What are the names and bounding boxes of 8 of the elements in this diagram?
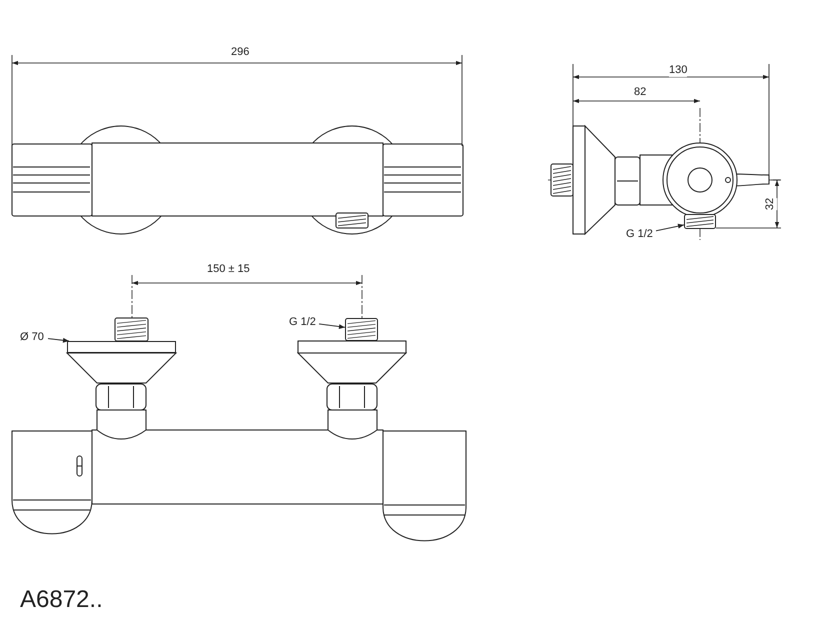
- dimension-value: 130: [669, 63, 688, 77]
- leader-line: [48, 338, 70, 343]
- leader-line: [656, 224, 684, 232]
- threaded-inlet: [345, 318, 378, 341]
- leader-line: [318, 324, 346, 329]
- wall-flange: [67, 341, 176, 353]
- dimension-value: 32: [763, 198, 778, 210]
- outlet-fitting: [684, 214, 716, 229]
